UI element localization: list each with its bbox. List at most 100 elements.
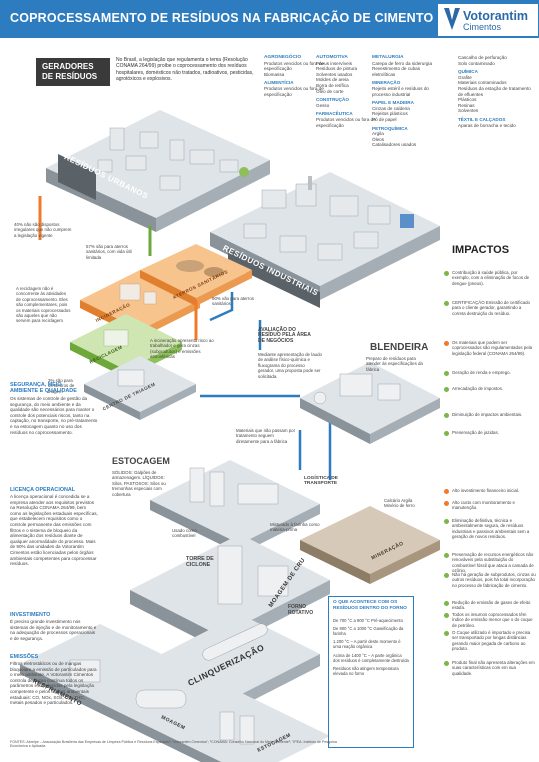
furnace-line: Resíduos não atingem temperatura elevada… <box>333 666 399 677</box>
furnace-box-lines: De 700 °C a 900 °C Pré-aquecimento De 90… <box>329 618 413 677</box>
furnace-line: De 700 °C a 900 °C Pré-aquecimento <box>333 617 403 623</box>
category-title: METALURGIA <box>372 55 404 60</box>
impact-item: Não há geração de subprodutos, cinzas ou… <box>452 572 536 588</box>
category-item: Rejeitos plásticos <box>372 111 408 117</box>
furnace-line: De 900 °C a 1000 °C Gaseificação da fari… <box>333 625 404 636</box>
positive-impact-icon <box>444 431 449 436</box>
category-title: MINERAÇÃO <box>372 80 401 86</box>
impact-item: Geração de renda e emprego. <box>452 370 511 375</box>
left-title-seguranca: SEGURANÇA, MEIO AMBIENTE E QUALIDADE <box>10 382 77 394</box>
estocagem-platform <box>150 460 320 554</box>
category-column-2: AUTOMOTIVA Pneus inservíveis Resíduos de… <box>316 55 388 128</box>
aterros-platform <box>140 244 252 306</box>
note-reciclagem: A reciclagem não é concorrente às ativid… <box>16 286 71 324</box>
impact-item: Preservação de jazidas. <box>452 430 499 435</box>
left-text-investimento: É preciso grande investimento nos sistem… <box>10 619 97 641</box>
torre-label: TORRE DE CICLONE <box>186 556 214 568</box>
left-text-licenca: A licença operacional é concedida se a e… <box>10 494 98 567</box>
left-title-licenca: LICENÇA OPERACIONAL <box>10 487 76 493</box>
triagem-platform <box>84 356 196 420</box>
avaliacao-text: Mediante apresentação de laudo de anális… <box>258 352 322 379</box>
left-text-seguranca: Os sistemas de controle de gestão da seg… <box>10 396 98 435</box>
footnote: FONTES: Abrelpe – Associação Brasileira … <box>10 740 337 749</box>
estocagem-text: SÓLIDOS: Galpões de armazenagem. LÍQUIDO… <box>112 470 166 497</box>
usado-text: Usado como combustível <box>172 528 197 539</box>
category-item: Moldes de areia <box>316 77 349 83</box>
category-item: Carepa de ferro da siderurgia <box>372 60 433 66</box>
negative-impact-icon <box>444 341 449 346</box>
generators-label: GERADORES DE RESÍDUOS <box>36 58 110 86</box>
impact-item: Eliminação definitiva, técnica e ambient… <box>452 518 530 539</box>
category-title: AUTOMOTIVA <box>316 55 348 60</box>
logistica-label: LOGÍSTICA DE TRANSPORTE <box>304 476 338 487</box>
category-item: Revestimento de cubas eletrolíticas <box>372 66 421 77</box>
forno-label: FORNO ROTATIVO <box>288 604 314 616</box>
category-item: Pó de papel <box>372 116 397 122</box>
positive-impact-icon <box>444 573 449 578</box>
generators-label-line1: GERADORES <box>42 62 94 71</box>
positive-impact-icon <box>444 601 449 606</box>
left-title-investimento: INVESTIMENTO <box>10 612 51 618</box>
category-item: Solventes <box>458 108 479 114</box>
category-item: Produtos vencidos ou fora de especificaç… <box>264 60 324 72</box>
category-item: Aparas de borracha e tecido <box>458 122 516 128</box>
impact-item: CERTIFICAÇÃO Emissão de certificado para… <box>452 300 530 316</box>
category-item: Gesso <box>316 102 330 108</box>
category-title: CONSTRUÇÃO <box>316 97 349 103</box>
impact-item: O Coque utilizado é importado e precisa … <box>452 630 531 651</box>
category-item: Grafite <box>458 74 472 80</box>
impacts-title: IMPACTOS <box>452 244 510 256</box>
furnace-box: O QUE ACONTECE COM OS RESÍDUOS DENTRO DO… <box>328 596 414 748</box>
positive-impact-icon <box>444 519 449 524</box>
category-item: Resinas <box>458 102 475 108</box>
page-title: COPROCESSAMENTO DE RESÍDUOS NA FABRICAÇÃ… <box>10 11 434 25</box>
positive-impact-icon <box>444 553 449 558</box>
note-40pct: 40% não são dispostos irregulares que nã… <box>14 222 72 238</box>
reciclagem-platform <box>70 314 182 378</box>
materiais-text: Materiais que não passam por tratamento … <box>236 428 296 444</box>
category-item: Resíduos da estação de tratamento de efl… <box>458 85 531 97</box>
note-3pct: 3% são para os centros de triagem <box>48 378 75 394</box>
impact-item: Contribuição à saúde pública, por exempl… <box>452 270 530 286</box>
votorantim-logo-icon <box>444 8 460 30</box>
category-title: PETROQUÍMICA <box>372 125 408 131</box>
category-item: Borra de retífica <box>316 82 349 88</box>
logo-sub: Cimentos <box>463 22 502 32</box>
positive-impact-icon <box>444 631 449 636</box>
note-57pct: 57% são para aterros sanitários, com vid… <box>86 244 132 260</box>
category-item: Plásticos <box>458 97 477 103</box>
category-item: Resíduos de pintura <box>316 66 358 72</box>
impact-item: Alto investimento financeiro inicial. <box>452 488 520 493</box>
logo-name: Votorantim <box>463 9 529 23</box>
category-item: Produtos vencidos ou fora de especificaç… <box>264 85 324 97</box>
blendeira-text: Preparo de resíduos para atender às espe… <box>366 356 423 372</box>
positive-impact-icon <box>444 271 449 276</box>
category-column-4: Cascalho de perfuração Solo contaminado … <box>458 55 534 128</box>
furnace-box-title: O QUE ACONTECE COM OS RESÍDUOS DENTRO DO… <box>333 600 407 611</box>
estocagem-label: ESTOCAGEM <box>112 456 170 466</box>
category-item: Produtos vencidos ou fora de especificaç… <box>316 116 376 128</box>
positive-impact-icon <box>444 301 449 306</box>
misturado-text: Misturado à farinha como matéria-prima <box>270 522 320 533</box>
category-column-1: AGRONEGÓCIO Produtos vencidos ou fora de… <box>264 55 336 97</box>
blendeira-label: BLENDEIRA <box>370 342 429 353</box>
furnace-line: 1.200 °C – A partir deste momento é uma … <box>333 639 401 650</box>
category-item: Cascalho de perfuração <box>458 55 507 60</box>
positive-impact-icon <box>444 661 449 666</box>
category-item: Solo contaminado <box>458 60 495 66</box>
generators-intro: No Brasil, a legislação que regulamenta … <box>116 57 254 83</box>
category-title: AGRONEGÓCIO <box>264 55 302 60</box>
generators-label-line2: DE RESÍDUOS <box>42 72 98 81</box>
impact-item: Arrecadação de impostos. <box>452 386 504 391</box>
note-90pct: 90% vão para aterros sanitários <box>212 296 254 307</box>
impact-item: Todos os insumos coprocessados têm índic… <box>452 612 533 628</box>
furnace-line: Acima de 1400 °C – A parte orgânica dos … <box>333 652 409 663</box>
category-item: Óleos <box>372 136 385 142</box>
negative-impact-icon <box>444 489 449 494</box>
left-text-emissoes: Filtros eletrostáticos ou de mangas bloq… <box>10 661 97 706</box>
positive-impact-icon <box>444 387 449 392</box>
impact-item: Preservação de recursos energéticos não … <box>452 552 534 573</box>
positive-impact-icon <box>444 413 449 418</box>
